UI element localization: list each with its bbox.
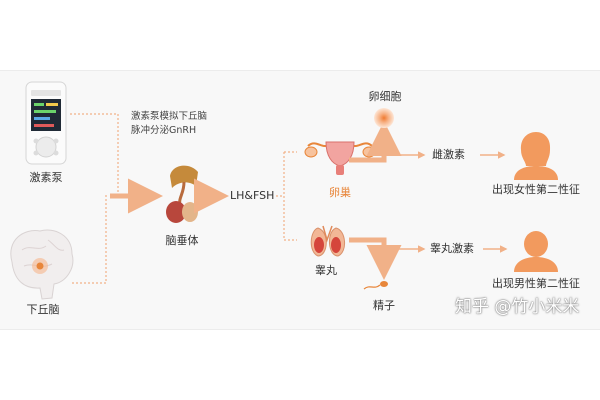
label-testosterone: 睾丸激素 [430,242,474,255]
arrow-ovary-to-egg [349,121,402,163]
hypothalamus-dotted-connector [72,195,107,284]
diagram-panel [0,70,600,330]
pituitary-icon [166,165,198,223]
note-line-1: 激素泵模拟下丘脑 [131,111,208,122]
label-testis: 睾丸 [315,264,337,277]
label-male-traits: 出现男性第二性征 [492,277,580,290]
label-pituitary: 脑垂体 [165,234,199,247]
label-hormone-pump: 激素泵 [29,171,63,184]
label-sperm: 精子 [373,299,395,312]
label-female-traits: 出现女性第二性征 [492,183,580,196]
label-hypothalamus: 下丘脑 [26,303,60,316]
egg-cell-icon [374,108,394,128]
testis-icon [310,225,345,257]
pump-dotted-connector [70,113,119,195]
ovary-icon [304,141,376,175]
label-egg-cell: 卵细胞 [368,90,402,103]
zhihu-watermark: 知乎 @竹小米米 [455,297,580,317]
note-pump-description: 激素泵模拟下丘脑 脉冲分泌GnRH [131,110,207,138]
label-estrogen: 雌激素 [432,148,465,161]
label-ovary: 卵巢 [329,186,351,199]
arrow-testis-to-sperm [349,237,402,280]
male-person-icon [514,231,558,272]
brain-icon [10,229,74,300]
hormone-pump-icon [25,81,67,165]
sperm-icon [363,281,388,290]
note-line-2: 脉冲分泌GnRH [131,125,197,136]
label-lh-fsh: LH&FSH [230,189,275,202]
female-person-icon [514,132,558,180]
split-connector [276,151,297,241]
